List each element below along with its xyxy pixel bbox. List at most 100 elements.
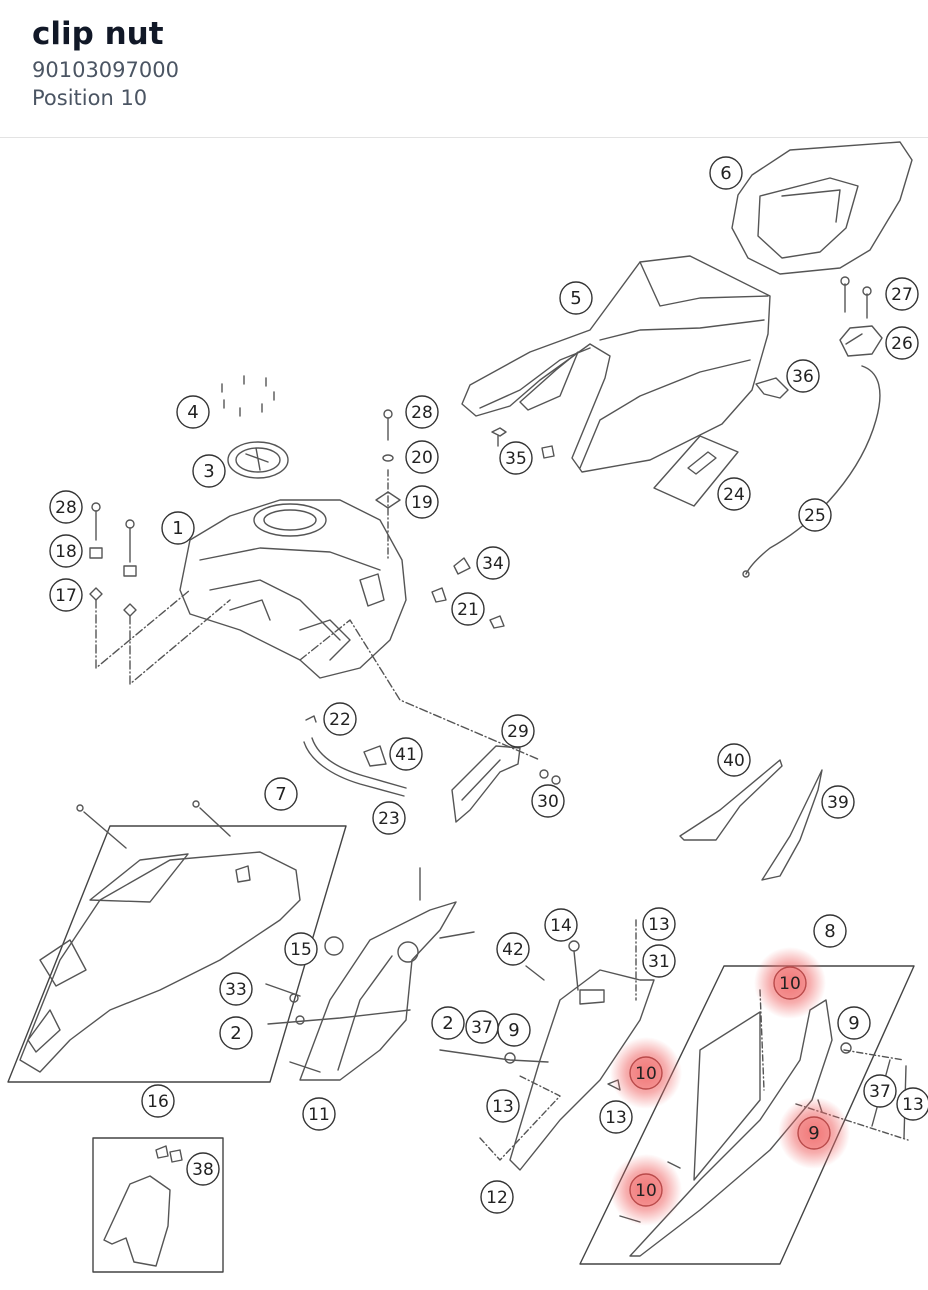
rider-seat-drawing <box>461 255 771 473</box>
callout-c40[interactable]: 40 <box>717 743 751 777</box>
callout-circle <box>885 277 919 311</box>
callout-c28b[interactable]: 28 <box>49 490 83 524</box>
callout-circle <box>642 944 676 978</box>
callout-circle <box>405 440 439 474</box>
callout-c10c[interactable]: 10 <box>610 1154 682 1226</box>
callout-c31[interactable]: 31 <box>642 944 676 978</box>
callout-c7[interactable]: 7 <box>264 777 298 811</box>
bracket-drawing <box>451 745 561 823</box>
callout-c23[interactable]: 23 <box>372 801 406 835</box>
highlight-glow <box>754 947 826 1019</box>
callout-c6[interactable]: 6 <box>709 156 743 190</box>
callout-label: 21 <box>457 600 479 620</box>
callout-circle <box>499 441 533 475</box>
callout-circle <box>372 801 406 835</box>
callout-label: 16 <box>147 1092 169 1112</box>
callout-c14[interactable]: 14 <box>544 908 578 942</box>
callout-c17[interactable]: 17 <box>49 578 83 612</box>
highlight-glow <box>610 1037 682 1109</box>
callout-c13c[interactable]: 13 <box>486 1089 520 1123</box>
callout-c1[interactable]: 1 <box>161 511 195 545</box>
callout-c2a[interactable]: 2 <box>431 1006 465 1040</box>
callout-c10a[interactable]: 10 <box>754 947 826 1019</box>
callout-c26[interactable]: 26 <box>885 326 919 360</box>
callout-circle <box>717 743 751 777</box>
callout-c28a[interactable]: 28 <box>405 395 439 429</box>
callout-c9b[interactable]: 9 <box>837 1006 871 1040</box>
callout-circle <box>786 359 820 393</box>
callout-c5[interactable]: 5 <box>559 281 593 315</box>
callout-c12[interactable]: 12 <box>480 1180 514 1214</box>
callout-c13d[interactable]: 13 <box>599 1100 633 1134</box>
callout-circle <box>813 914 847 948</box>
callout-c25[interactable]: 25 <box>798 498 832 532</box>
tank-fasteners-drawing <box>375 409 401 561</box>
callout-c19[interactable]: 19 <box>405 485 439 519</box>
callout-c10b[interactable]: 10 <box>610 1037 682 1109</box>
callout-label: 5 <box>570 288 581 309</box>
callout-label: 40 <box>723 751 745 771</box>
callout-c36[interactable]: 36 <box>786 359 820 393</box>
part-position: Position 10 <box>32 86 148 110</box>
callout-circle <box>599 1100 633 1134</box>
callout-circle <box>773 966 807 1000</box>
tank-small-parts-drawing <box>431 557 505 629</box>
callout-label: 38 <box>192 1160 214 1180</box>
callout-circle <box>192 454 226 488</box>
callout-circle <box>49 534 83 568</box>
callout-circle <box>486 1089 520 1123</box>
callout-c20[interactable]: 20 <box>405 440 439 474</box>
callout-c11[interactable]: 11 <box>302 1097 336 1131</box>
callout-c4[interactable]: 4 <box>176 395 210 429</box>
callout-circle <box>323 702 357 736</box>
callout-circle <box>219 1016 253 1050</box>
callout-c9c[interactable]: 9 <box>778 1097 850 1169</box>
callout-c37a[interactable]: 37 <box>465 1010 499 1044</box>
callout-c18[interactable]: 18 <box>49 534 83 568</box>
callout-c35[interactable]: 35 <box>499 441 533 475</box>
callout-label: 10 <box>779 974 801 994</box>
callout-label: 6 <box>720 163 731 184</box>
callout-c30[interactable]: 30 <box>531 784 565 818</box>
callout-label: 15 <box>290 940 312 960</box>
exploded-parts-diagram[interactable]: 6527263642820353192428125183417212229414… <box>0 138 928 1290</box>
callout-circle <box>431 1006 465 1040</box>
callout-label: 29 <box>507 722 529 742</box>
callout-c41[interactable]: 41 <box>389 737 423 771</box>
callout-circle <box>496 932 530 966</box>
side-panels-small-drawing <box>679 759 823 881</box>
callout-circle <box>709 156 743 190</box>
callout-c33[interactable]: 33 <box>219 972 253 1006</box>
callout-c37b[interactable]: 37 <box>863 1074 897 1108</box>
callout-c34[interactable]: 34 <box>476 546 510 580</box>
callout-c13a[interactable]: 13 <box>642 907 676 941</box>
callout-circle <box>885 326 919 360</box>
callout-circle <box>629 1173 663 1207</box>
callout-c2b[interactable]: 2 <box>219 1016 253 1050</box>
highlight-glow <box>778 1097 850 1169</box>
callout-c3[interactable]: 3 <box>192 454 226 488</box>
callout-c15[interactable]: 15 <box>284 932 318 966</box>
callout-circle <box>480 1180 514 1214</box>
callout-c24[interactable]: 24 <box>717 477 751 511</box>
passenger-seat-drawing <box>731 141 913 275</box>
callout-c8[interactable]: 8 <box>813 914 847 948</box>
callout-c16[interactable]: 16 <box>141 1084 175 1118</box>
callout-c13b[interactable]: 13 <box>896 1087 928 1121</box>
callout-c22[interactable]: 22 <box>323 702 357 736</box>
callout-c21[interactable]: 21 <box>451 592 485 626</box>
callout-label: 24 <box>723 485 745 505</box>
callout-c9a[interactable]: 9 <box>497 1013 531 1047</box>
callout-c29[interactable]: 29 <box>501 714 535 748</box>
callout-label: 41 <box>395 745 417 765</box>
callout-c27[interactable]: 27 <box>885 277 919 311</box>
callout-c42[interactable]: 42 <box>496 932 530 966</box>
callout-label: 1 <box>172 518 183 539</box>
callout-c38[interactable]: 38 <box>186 1152 220 1186</box>
part-36-drawing <box>755 377 789 399</box>
callout-label: 30 <box>537 792 559 812</box>
callout-circle <box>837 1006 871 1040</box>
callout-c39[interactable]: 39 <box>821 785 855 819</box>
callout-circle <box>476 546 510 580</box>
